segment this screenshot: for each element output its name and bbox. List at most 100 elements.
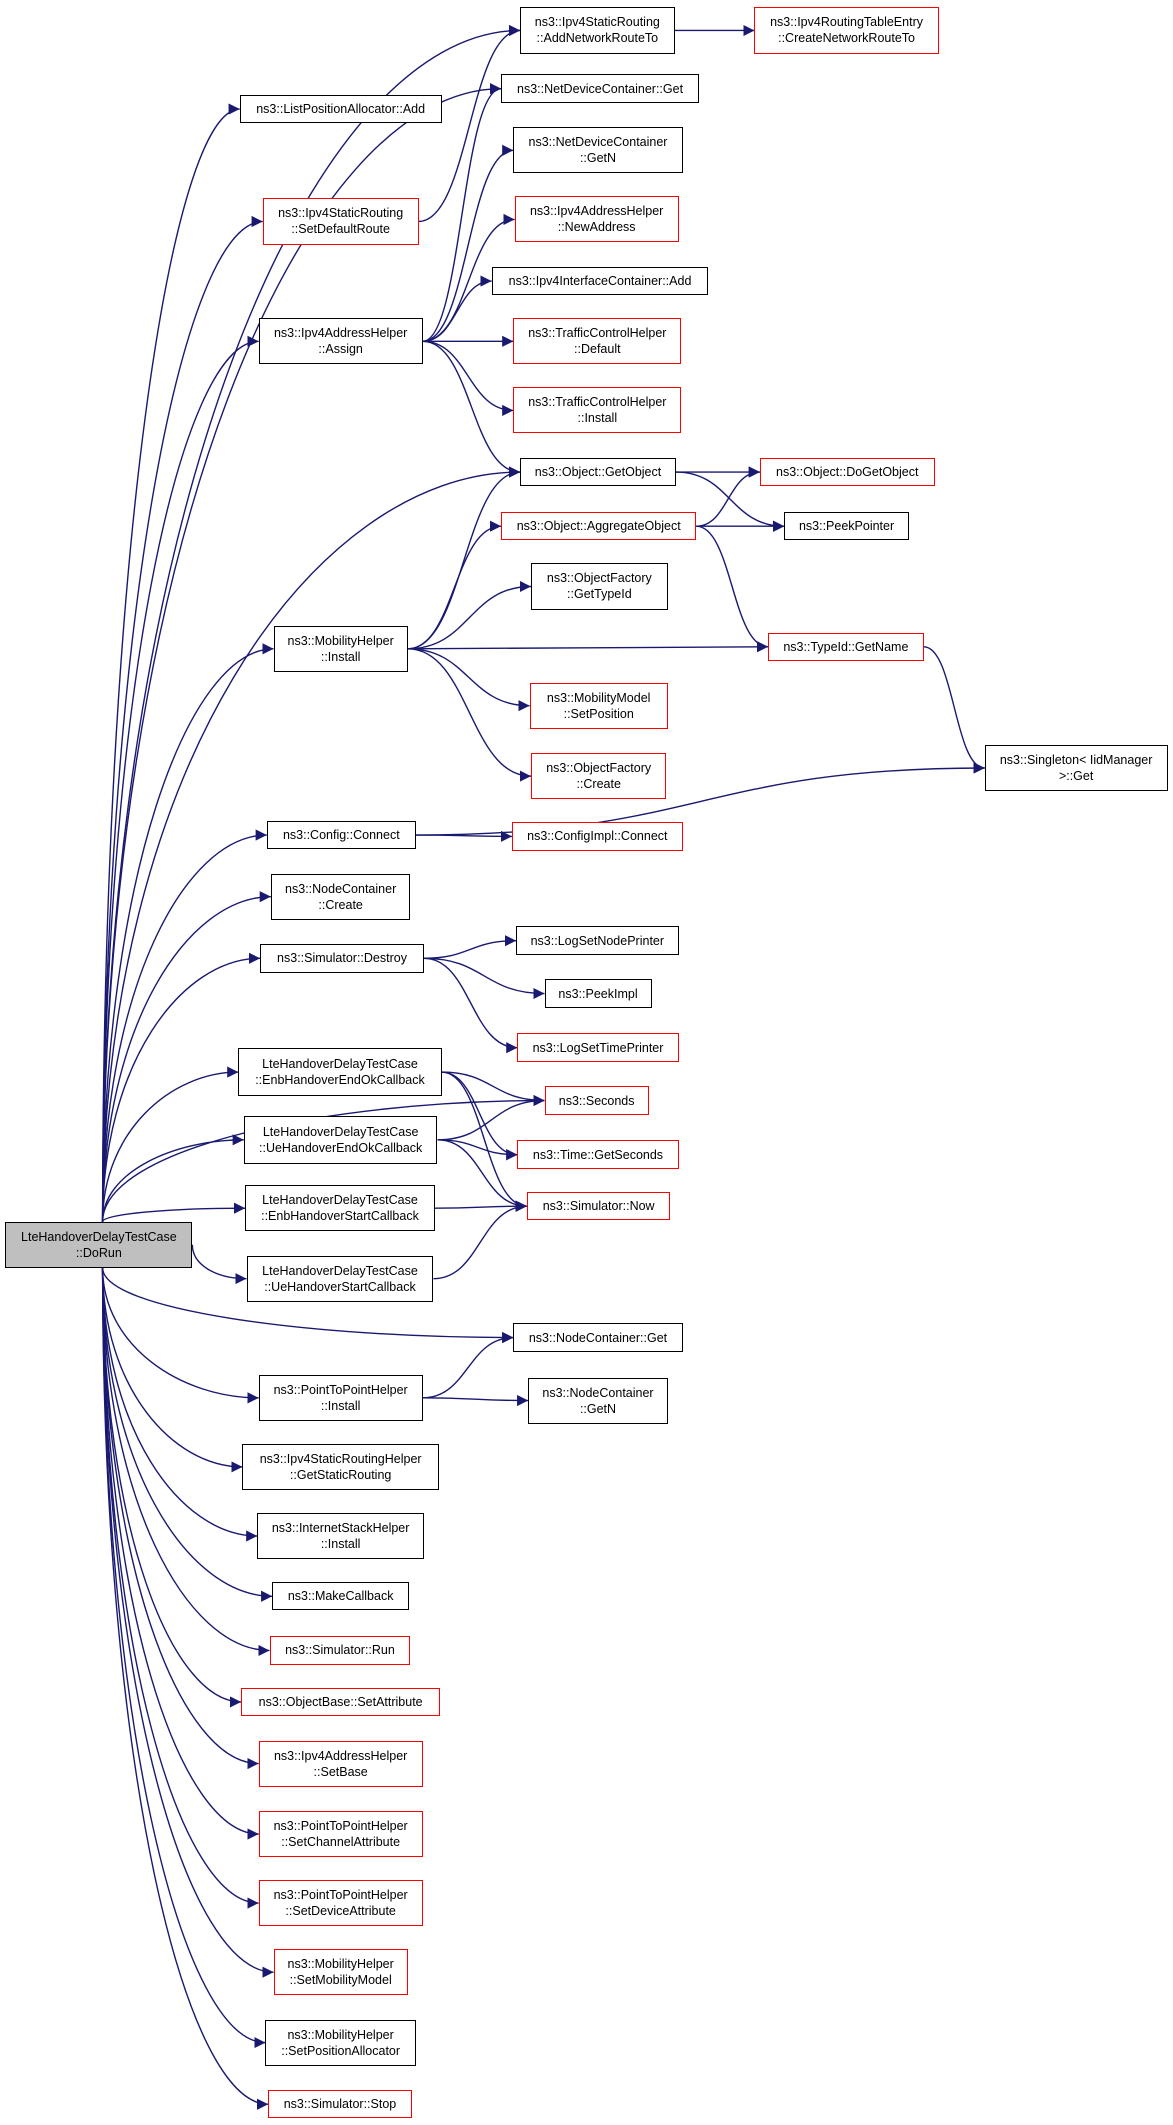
node-object-factory-create[interactable]: ns3::ObjectFactory::Create: [530, 753, 667, 800]
edge-ue_end_ok-to-seconds: [437, 1094, 545, 1141]
edge-mobility_install-to-aggregate_object: [407, 520, 502, 650]
edge-mobility_install-to-of_create: [407, 648, 531, 782]
node-seconds[interactable]: ns3::Seconds: [544, 1086, 649, 1115]
node-object-base-set-attribute[interactable]: ns3::ObjectBase::SetAttribute: [241, 1687, 441, 1717]
edge-root-to-lpa_add: [101, 103, 240, 1222]
edge-root-to-enb_start: [101, 1202, 246, 1223]
edge-addr_assign-to-iface_add: [422, 275, 492, 343]
node-make-callback[interactable]: ns3::MakeCallback: [272, 1582, 410, 1611]
node-create-network-route-to[interactable]: ns3::Ipv4RoutingTableEntry::CreateNetwor…: [754, 6, 939, 55]
edge-p2p_install-to-node_get: [422, 1331, 514, 1399]
edge-addr_assign-to-netdev_getn: [422, 144, 514, 343]
node-simulator-now[interactable]: ns3::Simulator::Now: [526, 1191, 671, 1221]
edge-mobility_install-to-set_position: [407, 648, 530, 712]
node-simulator-stop[interactable]: ns3::Simulator::Stop: [268, 2089, 412, 2119]
node-set-mobility-model[interactable]: ns3::MobilityHelper::SetMobilityModel: [273, 1949, 408, 1996]
edge-sim_destroy-to-log_time_printer: [423, 957, 518, 1054]
node-set-default-route[interactable]: ns3::Ipv4StaticRouting::SetDefaultRoute: [262, 197, 419, 246]
node-object-do-get-object[interactable]: ns3::Object::DoGetObject: [759, 457, 935, 487]
node-get-static-routing[interactable]: ns3::Ipv4StaticRoutingHelper::GetStaticR…: [242, 1443, 439, 1490]
edge-root-to-p2p_install: [101, 1267, 259, 1404]
edge-root-to-ue_start: [191, 1244, 247, 1285]
edge-sim_destroy-to-log_node_printer: [423, 935, 517, 960]
edge-root-to-set_mobility_model: [101, 1267, 274, 1978]
node-address-helper-set-base[interactable]: ns3::Ipv4AddressHelper::SetBase: [258, 1740, 423, 1787]
edge-aggregate_object-to-typeid_getname: [696, 525, 769, 653]
node-set-position-allocator[interactable]: ns3::MobilityHelper::SetPositionAllocato…: [265, 2019, 416, 2066]
node-point-to-point-install[interactable]: ns3::PointToPointHelper::Install: [258, 1374, 423, 1421]
node-node-container-create[interactable]: ns3::NodeContainer::Create: [270, 873, 411, 920]
node-netdevice-container-get[interactable]: ns3::NetDeviceContainer::Get: [501, 74, 699, 103]
edge-root-to-internet_install: [101, 1267, 258, 1542]
node-node-container-getn[interactable]: ns3::NodeContainer::GetN: [528, 1377, 668, 1424]
node-peek-pointer[interactable]: ns3::PeekPointer: [784, 512, 909, 541]
node-ue-handover-end-ok-callback[interactable]: LteHandoverDelayTestCase::UeHandoverEndO…: [243, 1116, 438, 1164]
edge-root-to-set_default_route: [101, 215, 263, 1222]
edge-addr_assign-to-netdev_get: [422, 83, 502, 343]
edge-root-to-set_channel_attr: [101, 1267, 259, 1840]
node-set-channel-attribute[interactable]: ns3::PointToPointHelper::SetChannelAttri…: [258, 1810, 423, 1858]
node-netdevice-container-getn[interactable]: ns3::NetDeviceContainer::GetN: [513, 127, 683, 174]
edge-root-to-set_position_alloc: [101, 1267, 266, 2049]
edge-ue_start-to-sim_now: [433, 1200, 527, 1280]
edge-ue_end_ok-to-sim_now: [437, 1139, 527, 1212]
edge-aggregate_object-to-do_get_object: [696, 466, 760, 527]
edge-root-to-set_base: [101, 1267, 259, 1770]
node-internet-stack-install[interactable]: ns3::InternetStackHelper::Install: [257, 1512, 424, 1560]
edge-root-to-sim_destroy: [101, 952, 261, 1222]
node-traffic-control-default[interactable]: ns3::TrafficControlHelper::Default: [513, 318, 682, 365]
edge-p2p_install-to-node_getn: [422, 1394, 529, 1407]
node-config-connect[interactable]: ns3::Config::Connect: [266, 820, 416, 850]
edge-typeid_getname-to-singleton_get: [923, 646, 985, 774]
edge-mobility_install-to-of_get_typeid: [407, 580, 531, 650]
edge-root-to-addr_assign: [101, 335, 259, 1222]
node-configimpl-connect[interactable]: ns3::ConfigImpl::Connect: [512, 822, 683, 851]
node-set-device-attribute[interactable]: ns3::PointToPointHelper::SetDeviceAttrib…: [258, 1880, 423, 1927]
edge-mobility_install-to-typeid_getname: [407, 641, 769, 653]
edge-root-to-sim_stop: [101, 1267, 269, 2110]
node-time-get-seconds[interactable]: ns3::Time::GetSeconds: [517, 1140, 679, 1169]
node-root-dorun: LteHandoverDelayTestCase::DoRun: [5, 1221, 193, 1268]
edge-get_object-to-peek_pointer: [675, 471, 785, 532]
edge-root-to-ue_end_ok: [101, 1134, 244, 1222]
node-object-get-object[interactable]: ns3::Object::GetObject: [520, 457, 676, 487]
node-log-set-node-printer[interactable]: ns3::LogSetNodePrinter: [516, 926, 679, 955]
node-add-network-route-to[interactable]: ns3::Ipv4StaticRouting::AddNetworkRouteT…: [520, 6, 675, 55]
node-ue-handover-start-callback[interactable]: LteHandoverDelayTestCase::UeHandoverStar…: [246, 1255, 434, 1302]
edge-root-to-sim_run: [101, 1267, 270, 1657]
edge-set_default_route-to-add_network_route: [418, 24, 521, 223]
node-interface-container-add[interactable]: ns3::Ipv4InterfaceContainer::Add: [491, 266, 709, 296]
edge-ue_end_ok-to-time_getseconds: [437, 1139, 518, 1161]
node-node-container-get[interactable]: ns3::NodeContainer::Get: [513, 1323, 683, 1352]
node-traffic-control-install[interactable]: ns3::TrafficControlHelper::Install: [513, 387, 682, 434]
node-new-address[interactable]: ns3::Ipv4AddressHelper::NewAddress: [514, 196, 679, 243]
edge-enb_start-to-sim_now: [434, 1200, 527, 1212]
edge-root-to-set_device_attr: [101, 1267, 259, 1909]
node-enb-handover-start-callback[interactable]: LteHandoverDelayTestCase::EnbHandoverSta…: [245, 1185, 435, 1232]
edge-root-to-get_static_routing: [101, 1267, 243, 1473]
node-peek-impl[interactable]: ns3::PeekImpl: [544, 979, 652, 1008]
edge-config_connect-to-singleton_get: [415, 762, 985, 836]
node-enb-handover-end-ok-callback[interactable]: LteHandoverDelayTestCase::EnbHandoverEnd…: [238, 1048, 442, 1096]
node-simulator-destroy[interactable]: ns3::Simulator::Destroy: [260, 944, 424, 973]
edge-root-to-mobility_install: [101, 643, 274, 1222]
edge-root-to-node_create: [101, 891, 271, 1222]
edge-root-to-enb_end_ok: [101, 1066, 239, 1222]
node-typeid-get-name[interactable]: ns3::TypeId::GetName: [768, 632, 924, 661]
edge-addr_assign-to-get_object: [422, 340, 521, 478]
node-log-set-time-printer[interactable]: ns3::LogSetTimePrinter: [517, 1033, 679, 1062]
edge-root-to-get_object: [101, 466, 521, 1222]
node-mobility-helper-install[interactable]: ns3::MobilityHelper::Install: [273, 625, 408, 672]
edge-sim_destroy-to-peek_impl: [423, 957, 545, 1000]
node-mobility-model-set-position[interactable]: ns3::MobilityModel::SetPosition: [529, 682, 668, 729]
node-simulator-run[interactable]: ns3::Simulator::Run: [269, 1636, 411, 1665]
node-list-position-allocator-add[interactable]: ns3::ListPositionAllocator::Add: [239, 94, 442, 124]
edge-enb_end_ok-to-sim_now: [441, 1071, 527, 1212]
node-object-aggregate-object[interactable]: ns3::Object::AggregateObject: [501, 512, 697, 541]
edge-enb_end_ok-to-seconds: [441, 1071, 545, 1107]
node-singleton-iidmanager-get[interactable]: ns3::Singleton< IidManager>::Get: [984, 744, 1168, 792]
node-object-factory-get-typeid[interactable]: ns3::ObjectFactory::GetTypeId: [530, 563, 668, 610]
node-address-helper-assign[interactable]: ns3::Ipv4AddressHelper::Assign: [258, 318, 423, 365]
